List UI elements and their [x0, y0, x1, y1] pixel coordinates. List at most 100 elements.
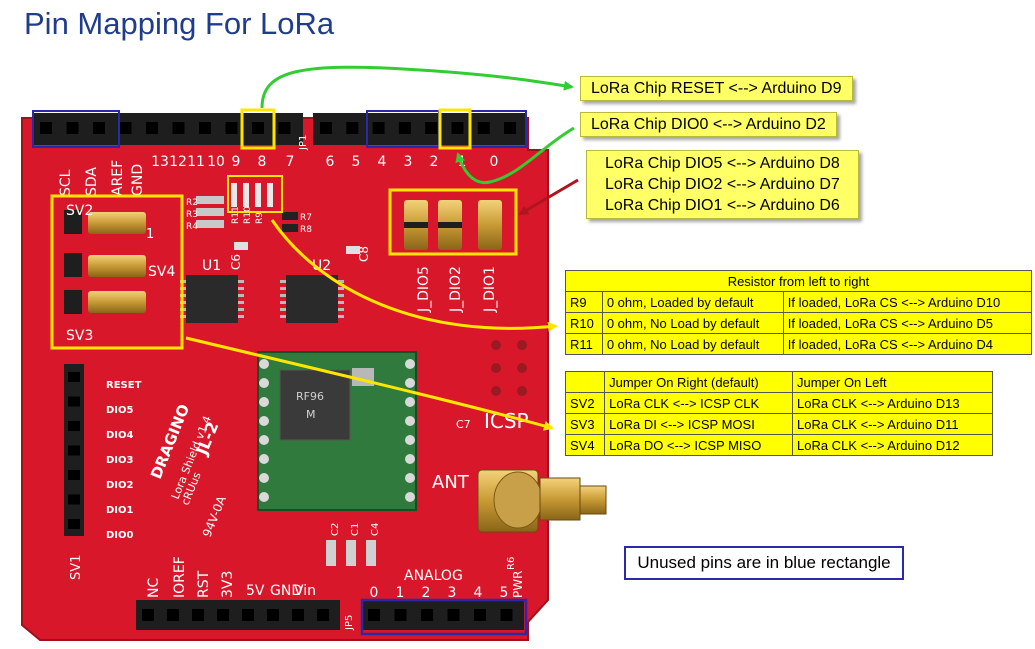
header-pin [500, 609, 513, 621]
jumper-left: LoRa CLK <--> Arduino D12 [791, 434, 994, 456]
module-pad [405, 435, 415, 445]
resistor-label: R4 [186, 222, 198, 232]
arrow-dio-group [518, 178, 579, 216]
jumper-right: LoRa CLK <--> ICSP CLK [604, 392, 793, 414]
resistor-label: R7 [300, 213, 312, 223]
jumper-left: LoRa CLK <--> Arduino D13 [791, 392, 994, 414]
ic-leg [280, 294, 286, 297]
bottom-header-label: 5V [246, 583, 265, 599]
table-row: SV3 LoRa DI <--> ICSP MOSI LoRa CLK <-->… [564, 413, 994, 435]
callout-dio0: LoRa Chip DIO0 <--> Arduino D2 [580, 112, 837, 137]
header-pin [292, 609, 304, 621]
header-pin [68, 519, 80, 529]
header-pin [320, 122, 332, 134]
ic-leg [280, 308, 286, 311]
ic-leg [280, 287, 286, 290]
module-pad [259, 378, 269, 388]
analog-label: ANALOG [404, 568, 463, 584]
sv1-label: SV1 [69, 555, 84, 580]
capacitor-c6 [234, 242, 248, 250]
top-header-label: 0 [490, 154, 499, 170]
jp5-label: JP5 [344, 615, 355, 631]
header-pin [167, 609, 179, 621]
resistor-default: 0 ohm, No Load by default [601, 333, 784, 355]
analog-pin-number: 2 [422, 585, 431, 601]
table-row: SV4 LoRa DO <--> ICSP MISO LoRa CLK <-->… [564, 434, 994, 456]
module-pad [405, 416, 415, 426]
table-row: R9 0 ohm, Loaded by default If loaded, L… [565, 291, 1033, 313]
top-header-label: SDA [84, 167, 100, 196]
header-pin [398, 122, 411, 134]
capacitors-bottom [326, 540, 376, 566]
ic-leg [238, 301, 244, 304]
ant-label: ANT [432, 472, 470, 493]
bottom-header-label: Vin [294, 583, 316, 599]
module-pad [259, 435, 269, 445]
top-header-label: 11 [187, 154, 205, 170]
resistor-id: R9 [565, 291, 603, 313]
ic-leg [338, 301, 344, 304]
module-pad [405, 397, 415, 407]
header-pin [68, 470, 80, 480]
analog-pin-number: 5 [500, 585, 509, 601]
top-header-label: 3 [404, 154, 413, 170]
c6-label: C6 [229, 254, 243, 270]
bottom-header-power [136, 600, 340, 630]
resistor-label: R2 [186, 198, 198, 208]
c4-label: C4 [370, 523, 381, 536]
header-pin [66, 122, 79, 134]
callout-dio-group: LoRa Chip DIO5 <--> Arduino D8 LoRa Chip… [586, 150, 859, 219]
resistor-array [196, 183, 298, 232]
jumper-header-right: Jumper On Right (default) [604, 371, 793, 393]
j-dio2-label: J_DIO2 [448, 266, 464, 313]
top-header-label: 5 [352, 154, 361, 170]
resistor-default: 0 ohm, Loaded by default [601, 291, 784, 313]
header-pin [68, 421, 80, 431]
jp1-label: JP1 [298, 135, 309, 151]
jumper-right: LoRa DO <--> ICSP MISO [604, 434, 793, 456]
ic-leg [238, 315, 244, 318]
pwr-label: PWR [511, 571, 525, 598]
bottom-header-label: RST [196, 570, 212, 598]
table-header-row: Jumper On Right (default) Jumper On Left [564, 371, 994, 393]
top-header-right [313, 113, 525, 145]
header-pin [93, 122, 105, 134]
unused-pins-note: Unused pins are in blue rectangle [624, 546, 904, 580]
left-dio-header [64, 364, 84, 536]
bottom-header-label: GND [270, 583, 302, 599]
analog-pin-number: 3 [448, 585, 457, 601]
j-dio5-label: J_DIO5 [416, 266, 432, 313]
table-row: R11 0 ohm, No Load by default If loaded,… [565, 333, 1033, 355]
jumper-id: SV2 [564, 392, 606, 414]
header-pin [192, 609, 204, 621]
r6-label: R6 [506, 557, 517, 570]
top-header-label: 6 [326, 154, 335, 170]
ic-leg [338, 315, 344, 318]
bottom-header-label: NC [146, 578, 162, 598]
top-header-label: 13 [151, 154, 169, 170]
header-pin [504, 122, 517, 134]
capacitor-c8 [346, 246, 360, 254]
header-pin [217, 609, 229, 621]
header-pin [447, 609, 460, 621]
top-header-label: AREF [110, 160, 126, 196]
header-pin [477, 122, 490, 134]
top-header-left [33, 113, 303, 145]
top-header-label: 12 [169, 154, 187, 170]
resistor-mapping: If loaded, LoRa CS <--> Arduino D4 [782, 333, 1033, 355]
analog-pin-number: 4 [474, 585, 483, 601]
header-pin [394, 609, 407, 621]
c7-label: C7 [456, 418, 471, 431]
ic-u1 [180, 275, 244, 323]
header-pin [451, 122, 464, 134]
jumper-right: LoRa DI <--> ICSP MOSI [604, 413, 793, 435]
resistor-mapping: If loaded, LoRa CS <--> Arduino D5 [782, 312, 1033, 334]
top-header-label: 2 [430, 154, 439, 170]
sv-jumpers [64, 210, 146, 314]
module-pad [259, 473, 269, 483]
header-pin [317, 609, 329, 621]
ic-leg [280, 315, 286, 318]
sv2-label: SV2 [66, 203, 93, 219]
